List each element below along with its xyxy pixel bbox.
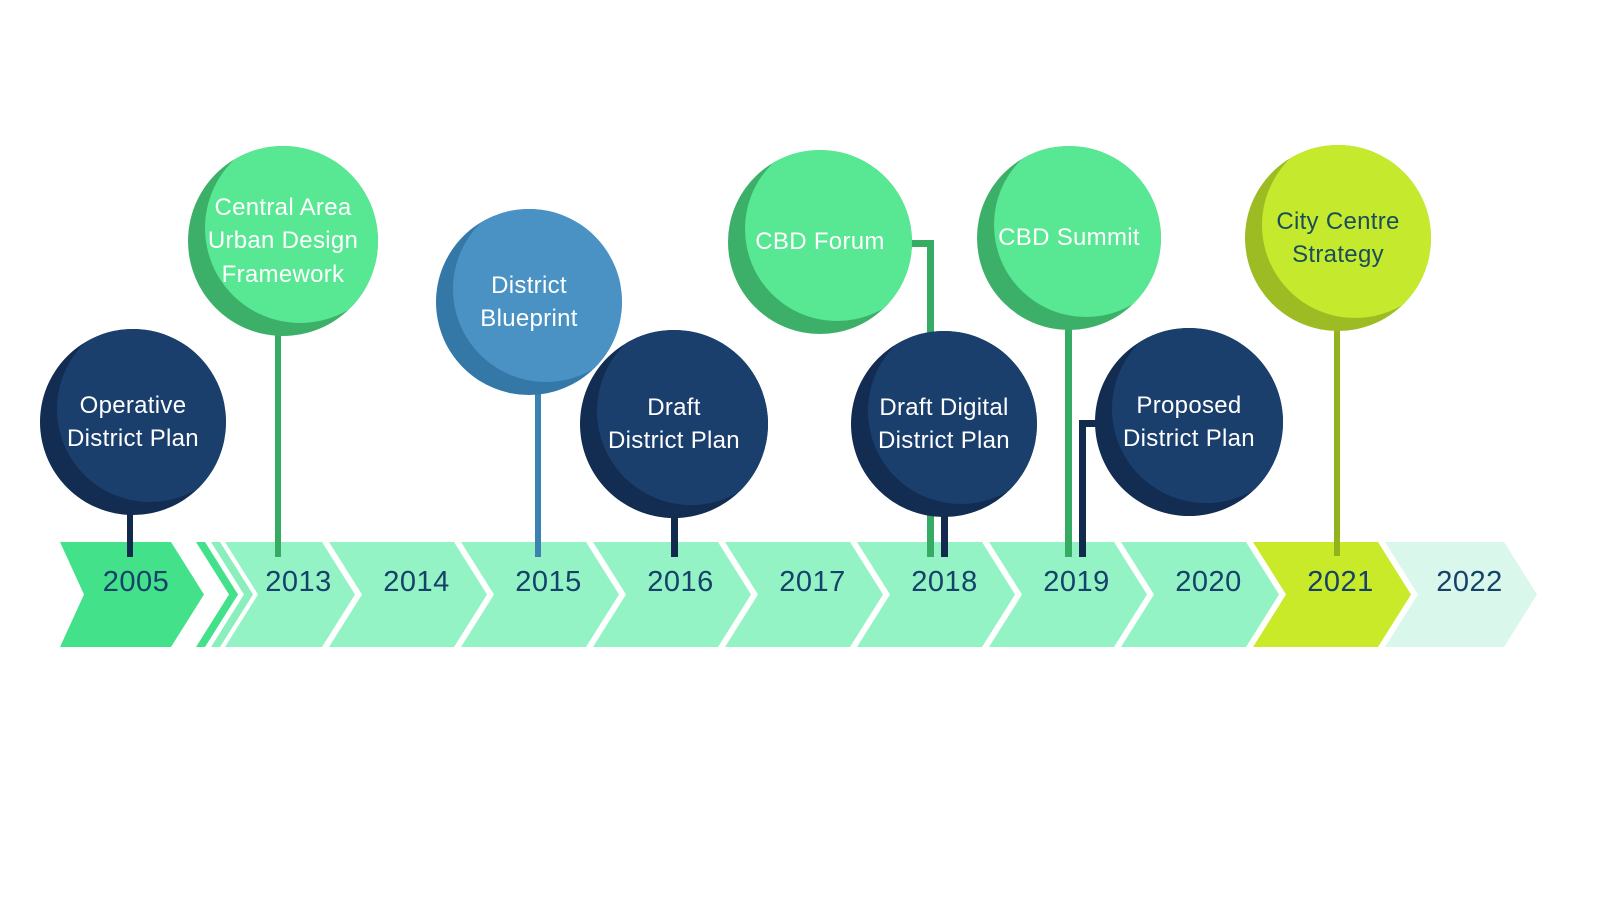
bubble-face <box>597 330 768 505</box>
timeline-segment-2019: 2019 <box>989 542 1147 647</box>
stem-cbd-summit <box>1065 326 1072 557</box>
bubble-face <box>57 329 226 502</box>
stem-district-blueprint <box>535 389 541 557</box>
year-label-2015: 2015 <box>515 566 582 598</box>
event-label-operative-district-plan: Operative District Plan <box>67 391 199 452</box>
event-label-central-area-framework: Central Area Urban Design Framework <box>207 194 359 288</box>
stem-central-area-framework <box>275 330 281 557</box>
event-bubble-district-blueprint: District Blueprint <box>436 209 622 395</box>
event-label-city-centre-strategy: City Centre Strategy <box>1276 207 1400 268</box>
year-label-2019: 2019 <box>1043 566 1110 598</box>
bubble-face <box>994 146 1161 317</box>
event-bubble-draft-district-plan: Draft District Plan <box>580 330 768 518</box>
timeline-band: 2005 2013 2014 2015 2016 2017 2018 2019 … <box>0 542 1600 647</box>
year-label-2020: 2020 <box>1175 566 1242 598</box>
bubble-face <box>1262 145 1431 318</box>
event-label-cbd-summit: CBD Summit <box>998 224 1140 252</box>
event-bubble-central-area-framework: Central Area Urban Design Framework <box>188 146 378 336</box>
stem-draft-district-plan <box>671 511 678 557</box>
stem-operative-district-plan <box>127 508 133 557</box>
bubble-face <box>1112 328 1283 503</box>
timeline-segment-2005: 2005 <box>60 542 204 647</box>
year-label-2018: 2018 <box>911 566 978 598</box>
year-label-2005: 2005 <box>102 566 170 598</box>
event-label-cbd-forum: CBD Forum <box>755 228 885 256</box>
event-bubble-operative-district-plan: Operative District Plan <box>40 329 226 515</box>
event-bubble-cbd-summit: CBD Summit <box>977 146 1161 330</box>
year-label-2013: 2013 <box>265 566 332 598</box>
event-label-district-blueprint: District Blueprint <box>480 271 578 332</box>
bubble-face <box>453 209 622 382</box>
year-label-2014: 2014 <box>383 566 450 598</box>
bubble-face <box>868 331 1037 504</box>
year-label-2016: 2016 <box>647 566 714 598</box>
event-bubble-proposed-district-plan: Proposed District Plan <box>1095 328 1283 516</box>
stem-proposed-plan-vertical <box>1079 420 1086 557</box>
timeline-segment-2015: 2015 <box>461 542 619 647</box>
bubble-face <box>745 150 912 321</box>
year-label-2021: 2021 <box>1307 566 1374 598</box>
year-label-2022: 2022 <box>1436 566 1503 598</box>
stem-city-centre-strategy <box>1334 327 1340 556</box>
stem-proposed-plan-horizontal <box>1079 420 1103 427</box>
bubble-face <box>205 146 378 323</box>
stem-draft-digital-plan <box>941 511 948 557</box>
event-bubble-draft-digital-district-plan: Draft Digital District Plan <box>851 331 1037 517</box>
stem-cbd-forum-horizontal <box>898 240 934 247</box>
event-label-draft-district-plan: Draft District Plan <box>608 393 740 454</box>
year-label-2017: 2017 <box>779 566 846 598</box>
event-bubble-cbd-forum: CBD Forum <box>728 150 912 334</box>
event-label-proposed-district-plan: Proposed District Plan <box>1123 391 1255 452</box>
event-bubble-city-centre-strategy: City Centre Strategy <box>1245 145 1431 331</box>
event-label-draft-digital-district-plan: Draft Digital District Plan <box>878 393 1010 454</box>
